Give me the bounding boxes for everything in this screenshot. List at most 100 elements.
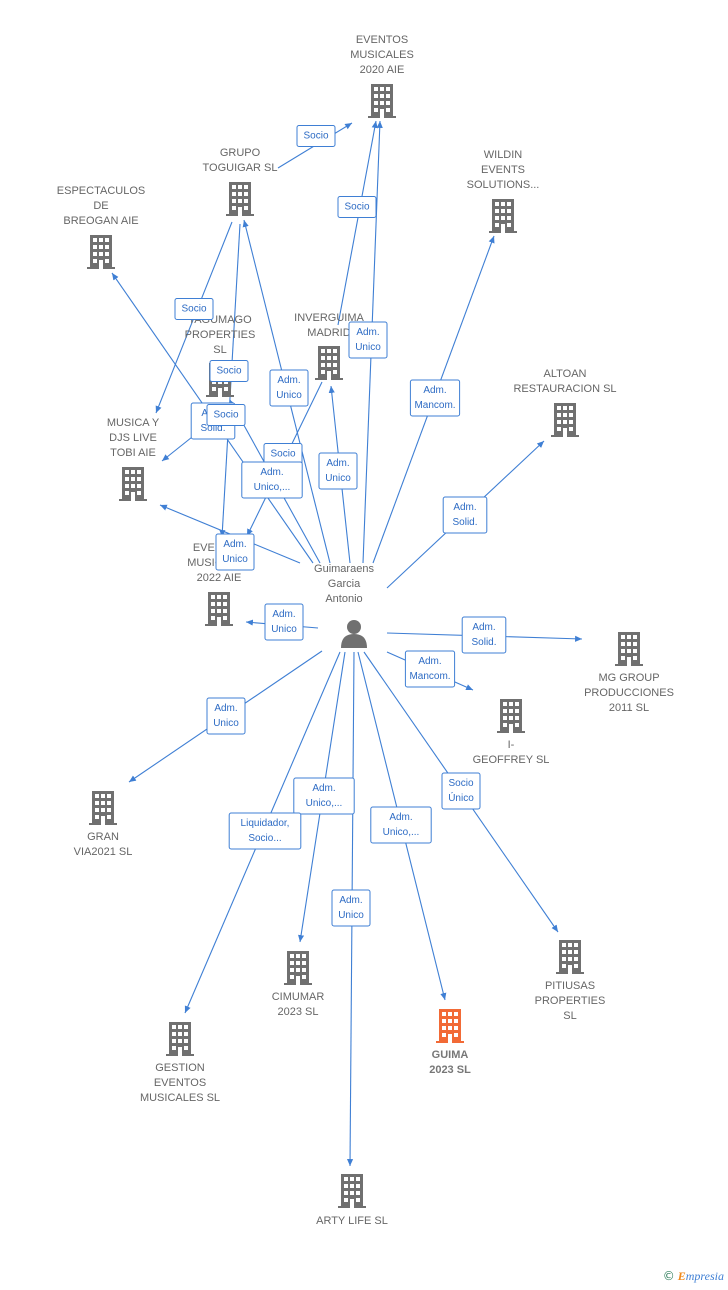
edge-label-box <box>409 379 461 417</box>
building-icon <box>87 235 115 269</box>
company-label-line-2: MUSICALES <box>350 49 414 61</box>
edge-label-text-line-1: Adm. <box>214 703 237 714</box>
copyright-icon: © <box>662 1269 675 1283</box>
building-icon <box>119 467 147 501</box>
company-label-line-2: GEOFFREY SL <box>473 754 550 766</box>
company-node-wildin[interactable]: WILDINEVENTSSOLUTIONS... <box>467 149 540 233</box>
edge-label-box <box>318 452 358 490</box>
building-icon <box>284 951 312 985</box>
edge-label-person-gestion[interactable]: Liquidador,Socio... <box>228 812 302 850</box>
edge-label-person-altoan[interactable]: Adm.Solid. <box>442 496 488 534</box>
company-node-artylife[interactable]: ARTY LIFE SL <box>316 1174 388 1227</box>
company-label-line-1: GRAN <box>87 831 119 843</box>
edge-label-box <box>293 777 355 815</box>
company-label-line-1: INVERGUIMA <box>294 312 364 324</box>
edge-label-box <box>264 603 304 641</box>
edge-label-person-inverguima[interactable]: Adm. Unico <box>318 452 358 490</box>
edge-label-person-guima[interactable]: Adm.Unico,... <box>370 806 432 844</box>
edge-label-person-tagumago[interactable]: Adm. Unico,... <box>241 461 303 499</box>
edge-label-person-granvia[interactable]: Adm.Unico <box>206 697 246 735</box>
edge-label-text-line-2: Unico <box>338 910 364 921</box>
edge-label-text-line-1: Socio <box>344 202 369 213</box>
edge-label-text-line-2: Solid. <box>471 637 496 648</box>
company-label-line-1: EVENTOS <box>356 34 408 46</box>
edge-label-inverguima-eventos2020[interactable]: Socio <box>337 196 377 218</box>
company-label-line-2: TOGUIGAR SL <box>203 162 278 174</box>
edge-inverguima-eventos2020[interactable] <box>337 120 378 326</box>
edge-label-person-musicadjs[interactable]: Adm.Unico <box>215 533 255 571</box>
edge-label-box <box>206 697 246 735</box>
edge-label-box <box>348 321 388 359</box>
edge-label-person-geoffrey[interactable]: Adm.Mancom. <box>404 650 456 688</box>
edge-label-person-cimumar[interactable]: Adm.Unico,... <box>293 777 355 815</box>
company-node-geoffrey[interactable]: I-GEOFFREY SL <box>473 699 550 766</box>
edge-label-box <box>241 461 303 499</box>
building-icon <box>615 632 643 666</box>
brand-initial: E <box>677 1269 686 1283</box>
edge-label-text-line-1: Adm. <box>418 656 441 667</box>
person-icon <box>341 620 367 648</box>
edge-label-text-line-2: Unico,... <box>254 482 291 493</box>
edge-label-tagumago-musicadjs[interactable]: Socio <box>206 404 246 426</box>
edge-label-toguigar-eventos2022[interactable]: Socio <box>209 360 249 382</box>
company-label-line-2: DJS LIVE <box>109 432 157 444</box>
edge-label-text-line-1: Adm. <box>260 467 283 478</box>
building-icon <box>338 1174 366 1208</box>
edge-label-text-line-2: Unico <box>271 624 297 635</box>
edge-label-text-line-1: Adm. <box>312 783 335 794</box>
edge-label-text-line-2: Unico <box>276 390 302 401</box>
edge-label-box <box>370 806 432 844</box>
edge-label-box <box>228 812 302 850</box>
company-label-line-1: ESPECTACULOS <box>57 185 145 197</box>
company-label-line-3: MUSICALES SL <box>140 1092 220 1104</box>
edge-label-inverguima-eventos2022[interactable]: Socio <box>263 443 303 465</box>
company-label-line-2: DE <box>93 200 108 212</box>
person-label-line-2: Garcia <box>328 578 361 590</box>
company-label-line-1: MG GROUP <box>598 672 659 684</box>
edge-label-box <box>442 496 488 534</box>
company-label-line-3: 2022 AIE <box>197 572 242 584</box>
building-icon <box>226 182 254 216</box>
edge-label-person-toguigar[interactable]: Adm.Unico <box>269 369 309 407</box>
company-label-line-3: SL <box>213 344 226 356</box>
edge-labels-layer: SocioSocioAdm.UnicoSocioSocioAdm.UnicoAd… <box>174 125 507 927</box>
company-node-eventos2020[interactable]: EVENTOS MUSICALES 2020 AIE <box>350 34 414 118</box>
company-label-line-1: ARTY LIFE SL <box>316 1215 388 1227</box>
empresia-watermark[interactable]: © Empresia <box>663 1269 724 1284</box>
edge-label-person-eventos2022[interactable]: Adm.Unico <box>264 603 304 641</box>
edge-label-text-line-2: Unico <box>325 473 351 484</box>
company-label-line-1: CIMUMAR <box>272 991 325 1003</box>
brand-name: mpresia <box>685 1269 724 1283</box>
edge-label-text-line-1: Adm. <box>326 458 349 469</box>
edge-label-person-wildin[interactable]: Adm.Mancom. <box>409 379 461 417</box>
edge-label-text-line-2: Solid. <box>200 423 225 434</box>
edge-label-toguigar-musicadjs[interactable]: Socio <box>174 298 214 320</box>
edge-label-text-line-1: Socio <box>181 304 206 315</box>
edge-label-text-line-1: Adm. <box>472 622 495 633</box>
company-label-line-1: GUIMA <box>432 1049 469 1061</box>
company-label-line-3: 2020 AIE <box>360 64 405 76</box>
edge-label-person-artylife[interactable]: Adm.Unico <box>331 889 371 927</box>
person-label-line-3: Antonio <box>325 593 362 605</box>
company-label-line-3: 2011 SL <box>609 702 649 714</box>
company-label-line-1: GESTION <box>155 1062 205 1074</box>
edge-label-text-line-1: Adm. <box>453 502 476 513</box>
edge-label-person-eventos2020[interactable]: Adm.Unico <box>348 321 388 359</box>
edge-label-person-mggroup[interactable]: Adm. Solid. <box>461 616 507 654</box>
edge-label-text-line-1: Socio <box>213 410 238 421</box>
edge-label-toguigar-eventos2020[interactable]: Socio <box>296 125 336 147</box>
